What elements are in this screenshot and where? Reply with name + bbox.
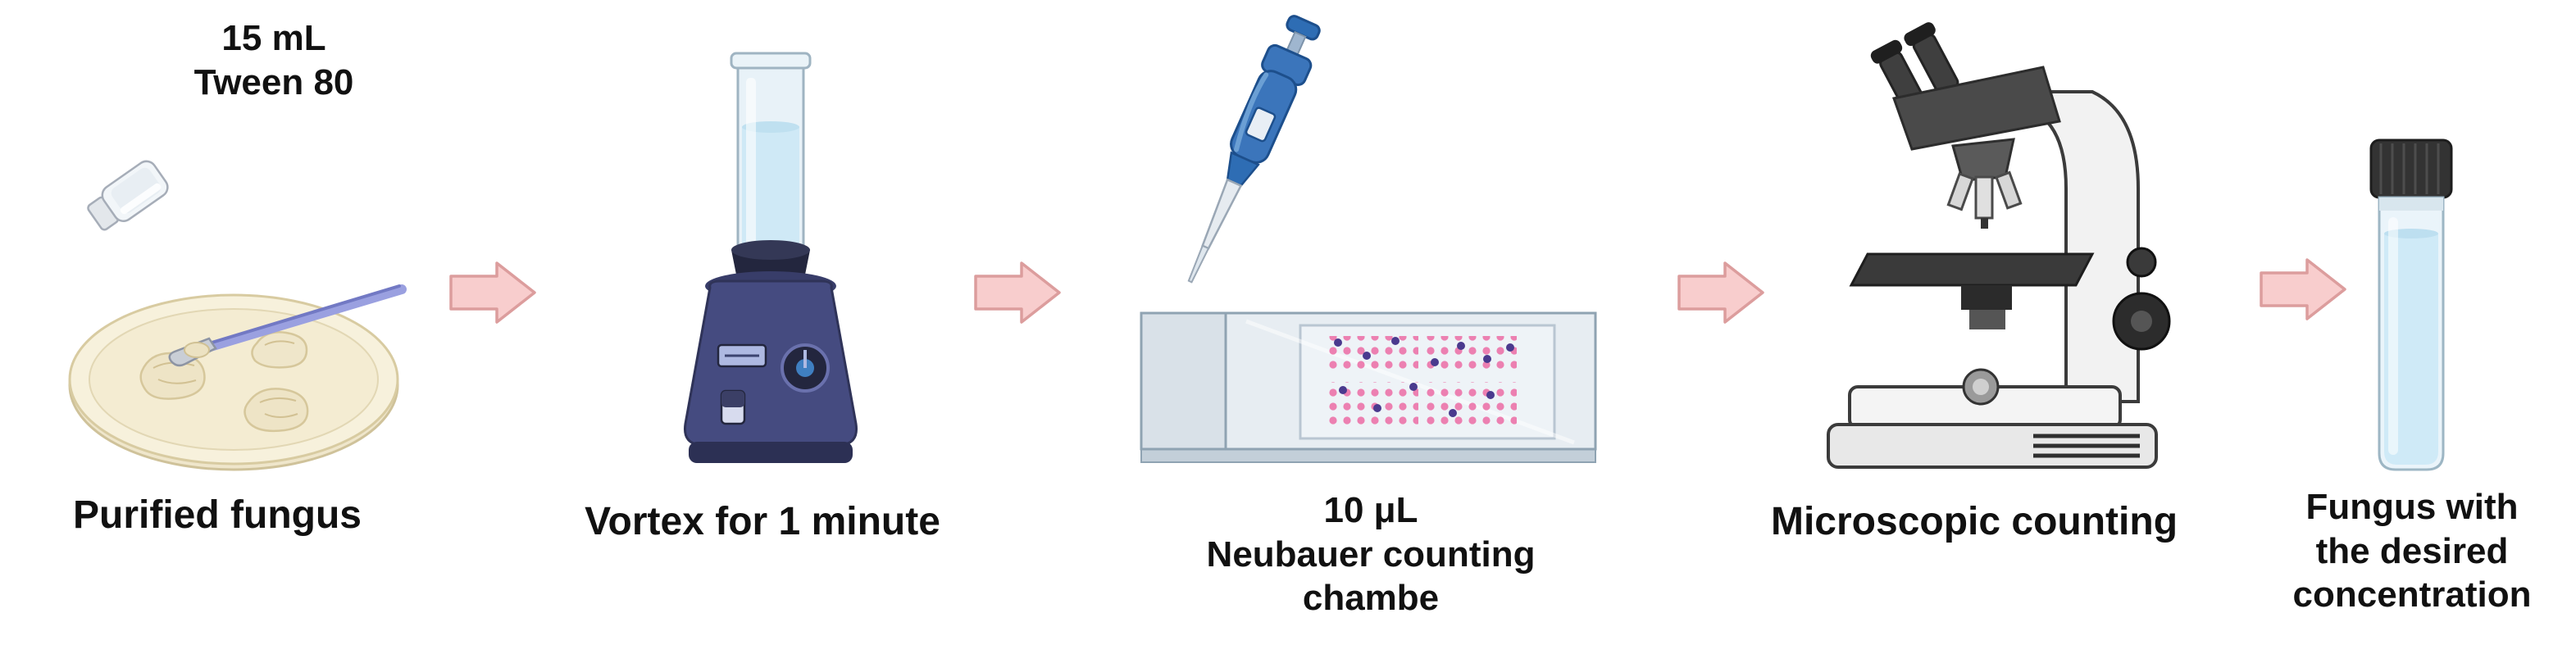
reagent-note: 15 mL Tween 80	[110, 16, 438, 104]
step-label-microscopic-counting: Microscopic counting	[1770, 500, 2178, 543]
note-line: Tween 80	[193, 61, 354, 102]
tween-vial-icon	[87, 160, 169, 231]
step-label-neubauer: 10 μL Neubauer counting chambe	[1166, 488, 1576, 620]
label-line: concentration	[2292, 575, 2532, 615]
label-line: Fungus with	[2305, 487, 2519, 527]
petri-dish-icon	[68, 284, 407, 471]
arrow-right-icon	[2260, 258, 2346, 320]
spatula-icon	[194, 284, 407, 355]
vortex-mixer-icon	[683, 52, 858, 463]
arrow-shape	[2260, 258, 2346, 320]
label-line: Neubauer counting	[1206, 534, 1536, 575]
step-label-purified-fungus: Purified fungus	[73, 493, 362, 537]
microscope-icon	[1827, 22, 2171, 469]
label-line: 10 μL	[1323, 490, 1418, 530]
label-line: chambe	[1302, 578, 1440, 619]
stained-cells	[1334, 337, 1514, 417]
note-line: 15 mL	[221, 18, 326, 58]
objective-lenses	[1946, 170, 2023, 229]
step-label-vortex: Vortex for 1 minute	[585, 500, 940, 543]
arrow-right-icon	[974, 261, 1061, 324]
arrow-shape	[974, 261, 1061, 324]
micropipette-icon	[1187, 15, 1321, 284]
label-line: the desired	[2315, 530, 2509, 571]
step-label-final-concentration: Fungus with the desired concentration	[2264, 485, 2560, 617]
arrow-shape	[449, 261, 536, 324]
arrow-right-icon	[449, 261, 536, 324]
neubauer-chamber-icon	[1140, 311, 1597, 463]
arrow-shape	[1677, 261, 1764, 324]
arrow-right-icon	[1677, 261, 1764, 324]
sample-vial-icon	[2369, 139, 2453, 471]
